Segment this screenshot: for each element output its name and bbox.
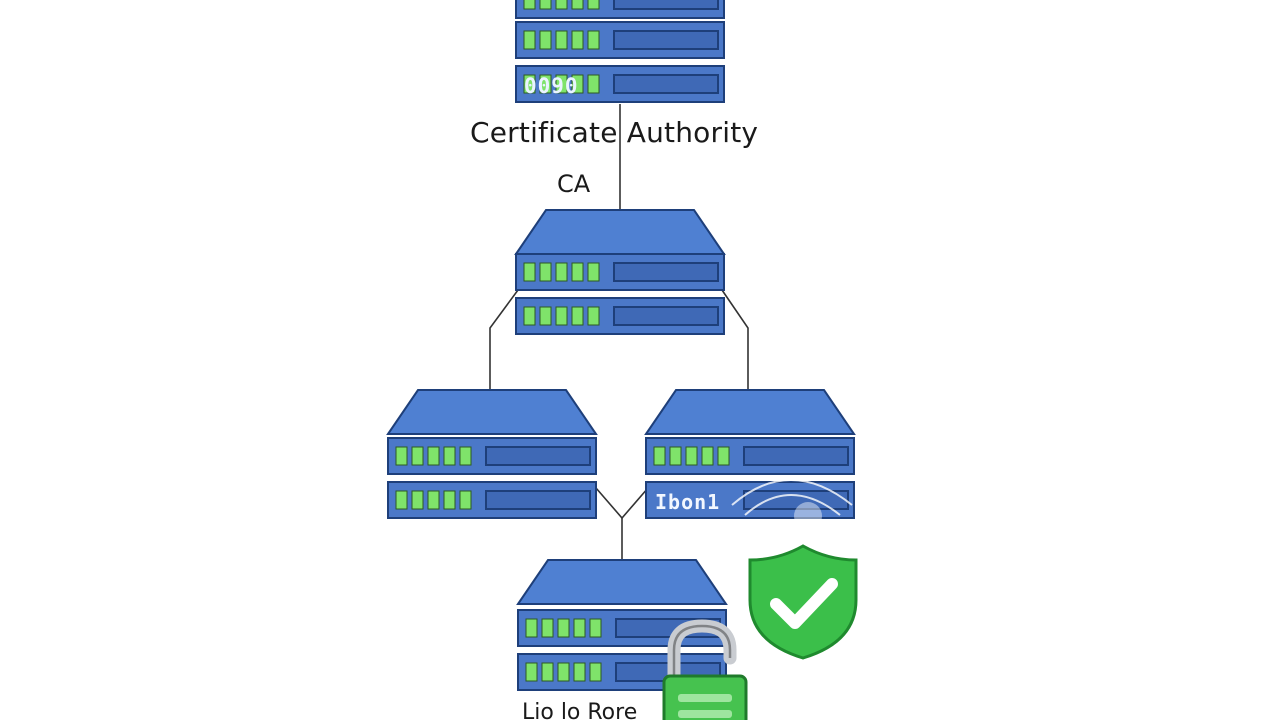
intermediate-ca-server bbox=[515, 209, 725, 335]
issuing-server-left bbox=[387, 389, 597, 519]
signal-glow bbox=[731, 479, 853, 530]
end-entity-label: Lio lo Rore bbox=[522, 700, 638, 725]
ca-abbrev-label: CA bbox=[557, 170, 591, 198]
shield-check-icon bbox=[748, 544, 858, 660]
open-padlock-icon bbox=[662, 619, 748, 720]
connector-lines bbox=[489, 104, 749, 560]
ca-title-label: Certificate Authority bbox=[470, 116, 759, 149]
right-server-display-text: Ibon1 bbox=[655, 490, 721, 514]
issuing-server-right bbox=[645, 389, 855, 519]
root-server-display-text: 0090 bbox=[524, 74, 579, 98]
